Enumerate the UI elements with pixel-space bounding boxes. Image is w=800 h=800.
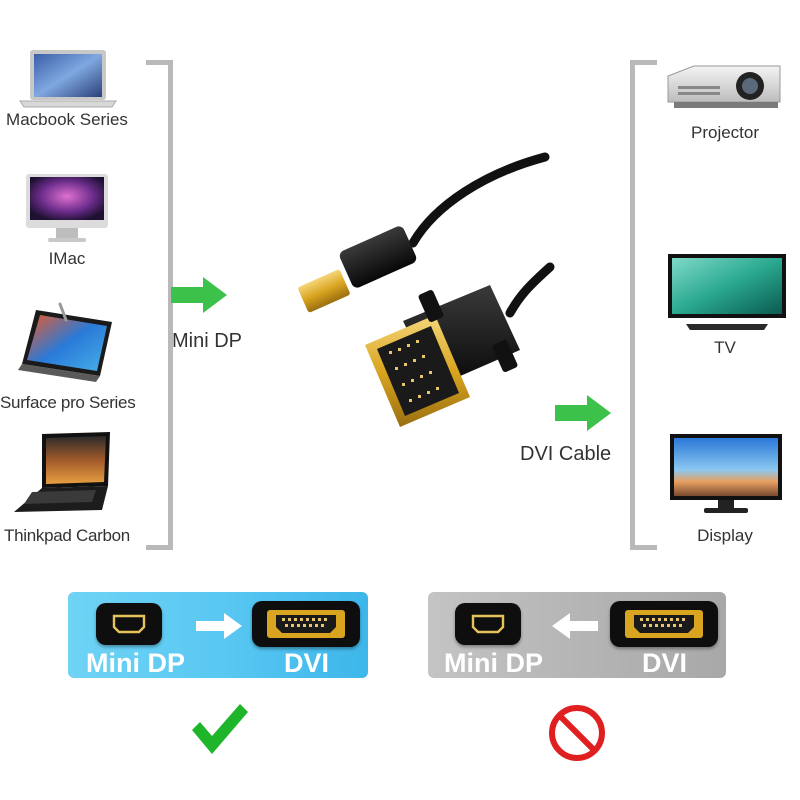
dvi-port [252,601,360,647]
check-icon [192,704,248,754]
dvi-port-icon [267,610,345,638]
panel-label-to: DVI [284,648,330,678]
target-label-projector: Projector [690,123,760,142]
minidp-port-icon [471,614,505,634]
source-label-imac: IMac [48,249,86,268]
panel-label-from: Mini DP [444,648,543,678]
minidp-port [455,603,521,645]
dvi-port [610,601,718,647]
panel-label-to: DVI [642,648,688,678]
tv-icon [668,254,786,330]
source-label-surface: Surface pro Series [0,393,136,412]
arrow-right-icon [555,395,611,431]
minidp-port [96,603,162,645]
target-label-display: Display [697,526,753,545]
tablet-icon [18,302,112,382]
panel-label-from: Mini DP [86,648,185,678]
arrow-right-icon [196,613,242,639]
laptop-icon [14,432,110,512]
projector-icon [667,65,781,108]
target-bracket [630,60,657,550]
laptop-icon [19,50,117,108]
monitor-icon [670,434,782,513]
source-label-macbook: Macbook Series [6,110,128,129]
minidp-port-icon [112,614,146,634]
arrow-left-icon [552,613,598,639]
arrow-right-icon [171,277,227,313]
imac-icon [26,174,108,242]
minidp-dvi-cable [298,152,555,427]
source-bracket [146,60,173,550]
target-label-tv: TV [714,338,736,357]
source-label-thinkpad: Thinkpad Carbon [4,526,130,545]
connector-label-left: Mini DP [172,330,243,352]
connector-label-right: DVI Cable [520,443,612,465]
no-entry-icon [549,705,605,761]
dvi-port-icon [625,610,703,638]
